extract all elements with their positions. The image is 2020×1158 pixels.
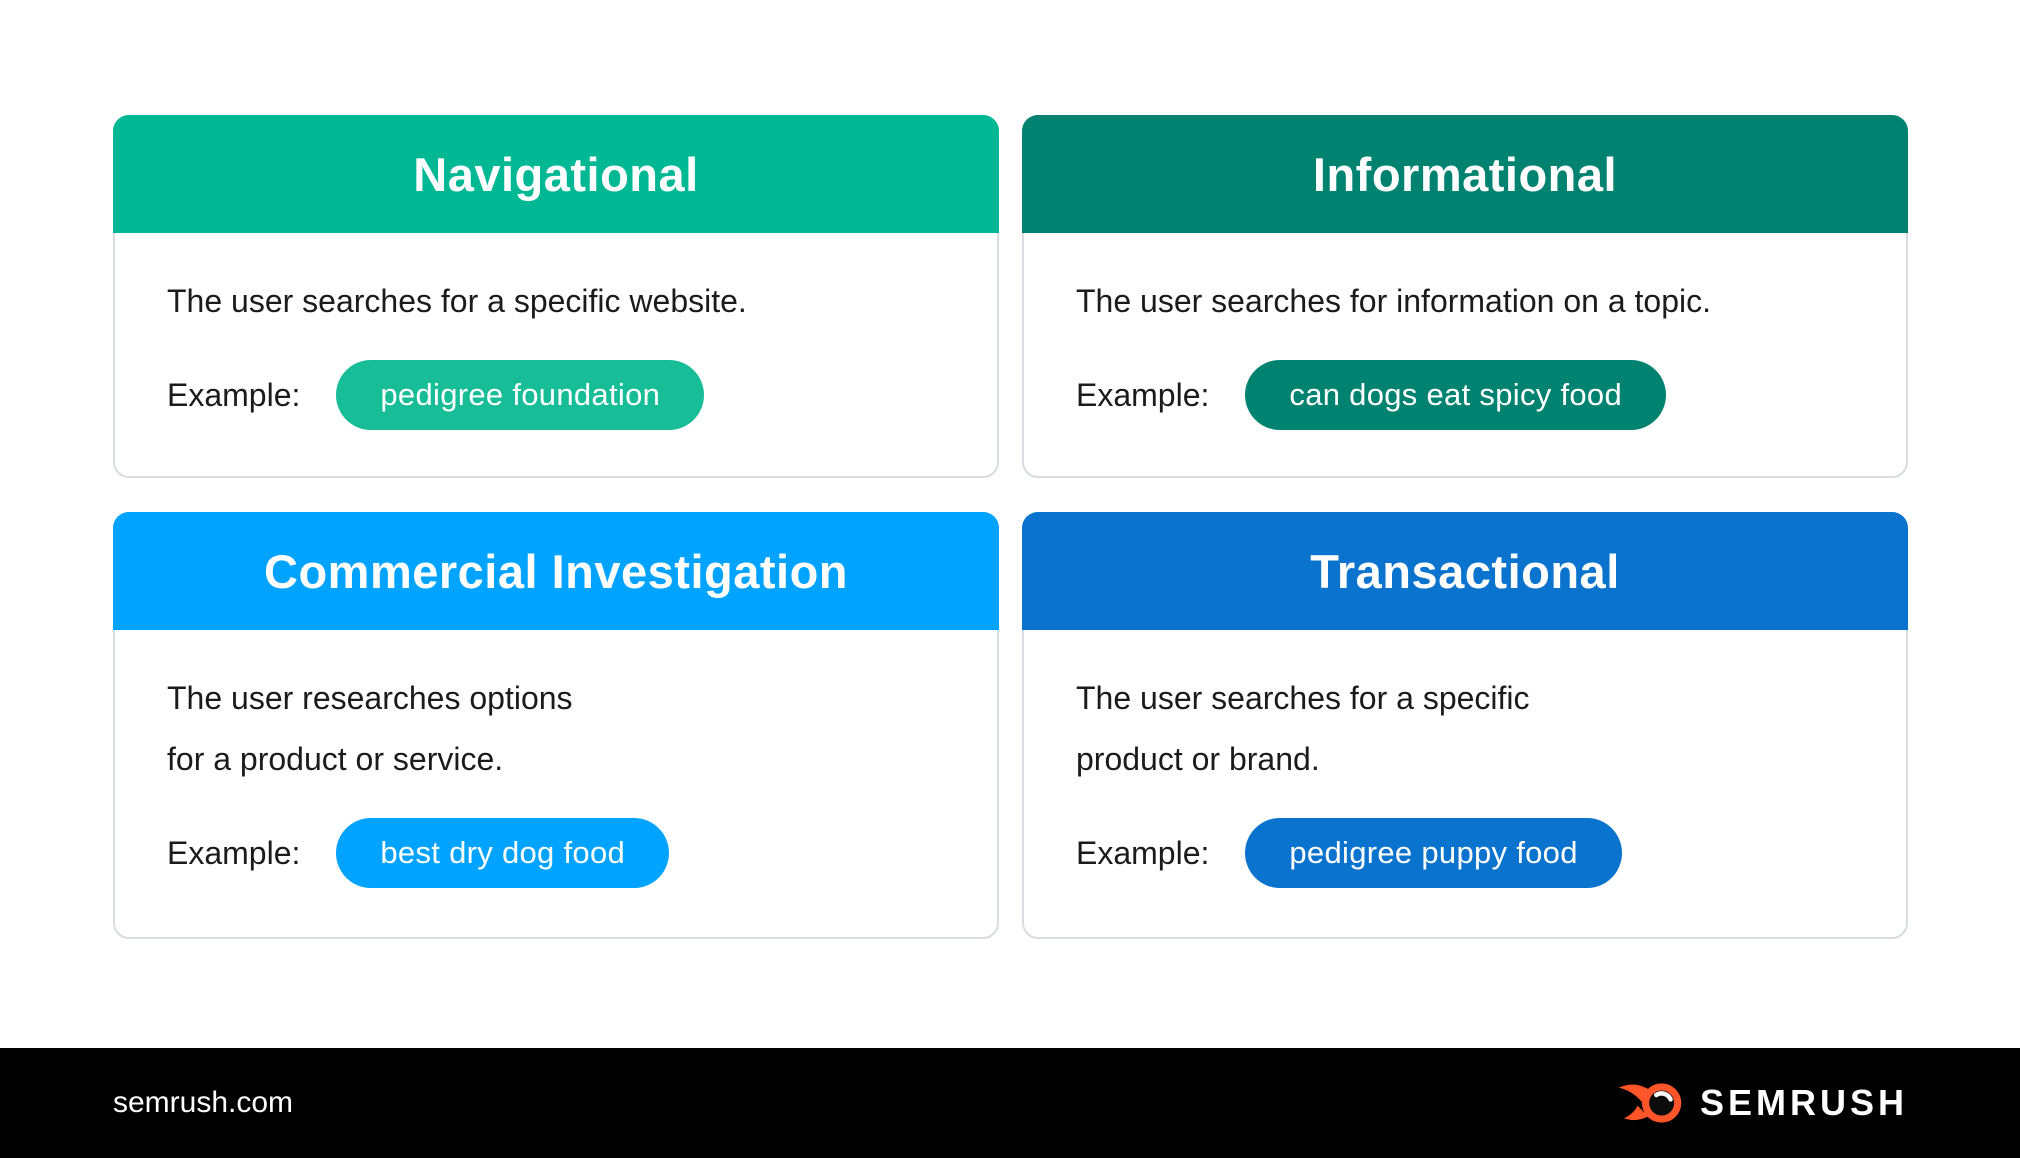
card-informational-description: The user searches for information on a t… <box>1076 271 1711 332</box>
card-informational: Informational The user searches for info… <box>1022 115 1908 478</box>
example-label: Example: <box>167 834 301 871</box>
example-query-pill: pedigree foundation <box>336 360 705 430</box>
card-informational-body: The user searches for information on a t… <box>1024 233 1906 430</box>
description-line: The user researches options <box>167 680 573 716</box>
example-label: Example: <box>167 376 301 413</box>
semrush-logo: SEMRUSH <box>1616 1048 1908 1158</box>
card-navigational-description: The user searches for a specific website… <box>167 271 747 332</box>
card-transactional-description: The user searches for a specific product… <box>1076 668 1530 790</box>
description-line: The user searches for a specific <box>1076 680 1530 716</box>
card-commercial-investigation-body: The user researches options for a produc… <box>115 630 997 888</box>
card-transactional-header: Transactional <box>1022 512 1908 630</box>
semrush-flame-icon <box>1618 1083 1682 1123</box>
example-query-pill: best dry dog food <box>336 818 670 888</box>
description-line: product or brand. <box>1076 741 1320 777</box>
card-informational-example-row: Example: can dogs eat spicy food <box>1076 360 1667 430</box>
card-commercial-investigation-example-row: Example: best dry dog food <box>167 818 670 888</box>
example-query-pill: pedigree puppy food <box>1245 818 1622 888</box>
footer-website-text: semrush.com <box>113 1086 294 1119</box>
example-query-pill: can dogs eat spicy food <box>1245 360 1667 430</box>
card-commercial-investigation-description: The user researches options for a produc… <box>167 668 573 790</box>
description-line: The user searches for a specific website… <box>167 283 747 319</box>
card-transactional-body: The user searches for a specific product… <box>1024 630 1906 888</box>
card-commercial-investigation-title: Commercial Investigation <box>264 544 848 598</box>
card-informational-title: Informational <box>1312 147 1618 201</box>
footer-bar: semrush.com SEMRUSH <box>0 1048 2020 1158</box>
card-transactional-example-row: Example: pedigree puppy food <box>1076 818 1622 888</box>
card-transactional: Transactional The user searches for a sp… <box>1022 512 1908 939</box>
card-navigational-body: The user searches for a specific website… <box>115 233 997 430</box>
card-informational-header: Informational <box>1022 115 1908 233</box>
card-commercial-investigation: Commercial Investigation The user resear… <box>113 512 999 939</box>
example-label: Example: <box>1076 834 1210 871</box>
semrush-wordmark: SEMRUSH <box>1699 1082 1908 1123</box>
card-commercial-investigation-header: Commercial Investigation <box>113 512 999 630</box>
description-line: for a product or service. <box>167 741 504 777</box>
description-line: The user searches for information on a t… <box>1076 283 1711 319</box>
card-navigational-header: Navigational <box>113 115 999 233</box>
card-navigational-title: Navigational <box>413 147 699 201</box>
card-navigational: Navigational The user searches for a spe… <box>113 115 999 478</box>
example-label: Example: <box>1076 376 1210 413</box>
card-transactional-title: Transactional <box>1310 544 1620 598</box>
card-navigational-example-row: Example: pedigree foundation <box>167 360 705 430</box>
